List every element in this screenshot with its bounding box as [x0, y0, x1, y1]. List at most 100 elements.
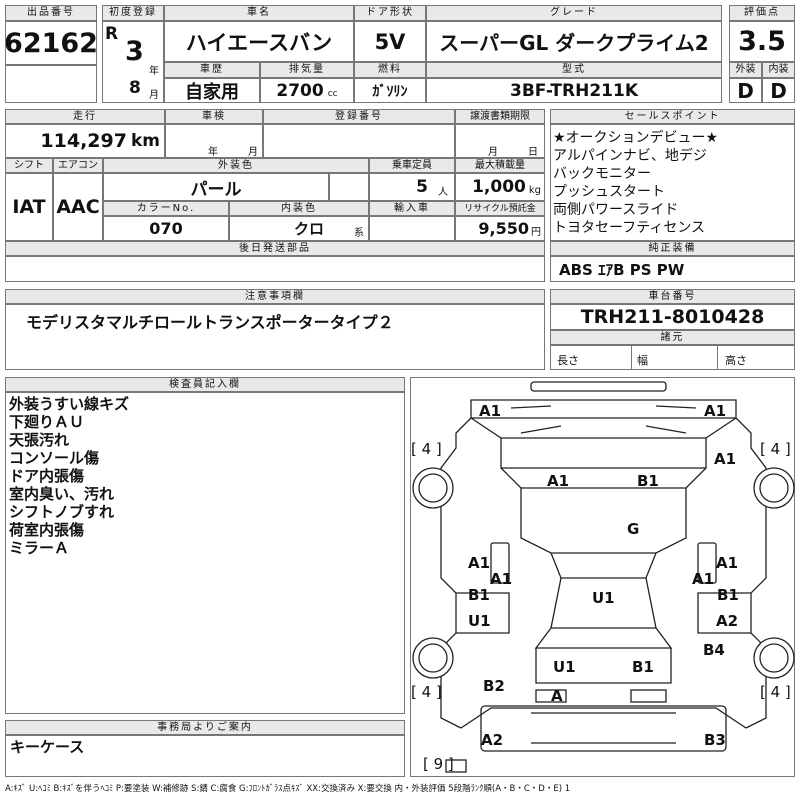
damage-mark: B3 — [704, 731, 726, 749]
office-box: キーケース — [5, 735, 405, 777]
seats-label: 乗車定員 — [369, 158, 455, 173]
tire-depth: [ 4 ] — [760, 440, 791, 458]
first-reg-label: 初度登録 — [102, 5, 164, 21]
damage-mark: A1 — [479, 402, 502, 420]
load-label: 最大積載量 — [455, 158, 545, 173]
damage-mark: A1 — [490, 570, 513, 588]
damage-mark: A — [551, 687, 563, 705]
damage-mark: B1 — [632, 658, 654, 676]
later-parts-label: 後日発送部品 — [5, 241, 545, 256]
sales-point-item: プッシュスタート — [553, 184, 665, 200]
ext-score: D — [729, 78, 762, 103]
history-label: 車歴 — [164, 62, 260, 78]
mileage-cell: 114,297 km — [5, 124, 165, 158]
damage-mark: B1 — [468, 586, 490, 604]
recycle-unit: 円 — [531, 227, 541, 238]
legend: A:ｷｽﾞ U:ﾍｺﾐ B:ｷｽﾞを伴うﾍｺﾐ P:要塗装 W:補修跡 S:錆 … — [5, 784, 571, 794]
car-name-label: 車名 — [164, 5, 354, 21]
sales-point-item: バックモニター — [553, 166, 651, 182]
grade-label: グレード — [426, 5, 722, 21]
interior-color: クロ — [293, 220, 324, 238]
month-unit: 月 — [149, 90, 159, 101]
seats: 5 — [416, 177, 428, 197]
spec-divider — [631, 346, 632, 369]
sales-point-item: トヨタセーフティセンス — [553, 220, 706, 236]
int-score: D — [762, 78, 795, 103]
sales-point-item: 両側パワースライド — [553, 202, 679, 218]
damage-mark: A1 — [716, 554, 739, 572]
notes-label: 注意事項欄 — [5, 289, 545, 304]
ext-label: 外装 — [729, 62, 762, 78]
recycle-label: リサイクル預託金 — [455, 201, 545, 216]
fuel-label: 燃料 — [354, 62, 426, 78]
color: パール — [103, 173, 329, 201]
later-parts-cell — [5, 256, 545, 282]
chassis-label: 車台番号 — [550, 289, 795, 304]
import-label: 輸入車 — [369, 201, 455, 216]
inspector-note: コンソール傷 — [9, 449, 100, 467]
damage-mark: A1 — [468, 554, 491, 572]
interior-label: 内装色 — [229, 201, 369, 216]
score: 3.5 — [729, 21, 795, 62]
transfer-cell: 月 日 — [455, 124, 545, 158]
transfer-label: 譲渡書類期限 — [455, 109, 545, 124]
tire-depth-spare: [ 9 ] — [423, 755, 454, 773]
notes-box: モデリスタマルチロールトランスポータータイプ２ — [5, 304, 545, 370]
year-unit: 年 — [149, 66, 159, 77]
transfer-day: 日 — [528, 147, 538, 158]
specs-cell: 長さ 幅 高さ — [550, 345, 795, 370]
damage-mark: A2 — [716, 612, 739, 630]
displacement: 2700 — [276, 80, 324, 101]
mileage-label: 走行 — [5, 109, 165, 124]
mileage-unit: km — [130, 131, 160, 151]
damage-mark: A1 — [547, 472, 570, 490]
max-load: 1,000 — [472, 177, 526, 197]
inspector-note: 荷室内張傷 — [9, 521, 85, 539]
model: 3BF-TRH211K — [426, 78, 722, 103]
lot-no-label: 出品番号 — [5, 5, 97, 21]
notes-text: モデリスタマルチロールトランスポータータイプ２ — [26, 313, 394, 332]
recycle-fee: 9,550 — [478, 219, 529, 238]
inspector-note: 天張汚れ — [9, 431, 70, 449]
inspector-note: 室内臭い、汚れ — [9, 485, 115, 503]
damage-mark: B1 — [637, 472, 659, 490]
equipment: ABS ｴｱB PS PW — [550, 256, 795, 282]
first-reg-box: R 3 年 8 月 — [102, 21, 164, 103]
door-type: 5V — [354, 21, 426, 62]
interior-unit: 系 — [354, 228, 364, 239]
damage-mark: U1 — [468, 612, 491, 630]
inspector-note: ドア内張傷 — [9, 467, 85, 485]
damage-mark: U1 — [592, 589, 615, 607]
sales-points-label: セールスポイント — [550, 109, 795, 124]
colorno-label: カラーNo. — [103, 201, 229, 216]
mileage: 114,297 — [40, 130, 127, 152]
sales-point-item: ★オークションデビュー★ — [553, 130, 719, 146]
ac-label: エアコン — [53, 158, 103, 173]
color-extra — [329, 173, 369, 201]
inspection-label: 車検 — [165, 109, 263, 124]
interior-cell: クロ 系 — [229, 216, 369, 241]
damage-mark: A2 — [481, 731, 504, 749]
spec-divider — [717, 346, 718, 369]
inspector-note: シフトノブすれ — [9, 503, 115, 521]
inspection-cell: 年 月 — [165, 124, 263, 158]
color-label: 外装色 — [103, 158, 369, 173]
damage-mark: B1 — [717, 586, 739, 604]
damage-mark: A1 — [692, 570, 715, 588]
reg-month: 8 — [129, 78, 141, 98]
specs-label: 諸元 — [550, 330, 795, 345]
office-label: 事務局よりご案内 — [5, 720, 405, 735]
tire-depth: [ 4 ] — [411, 440, 442, 458]
car-name: ハイエースバン — [164, 21, 354, 62]
transfer-month: 月 — [488, 147, 498, 158]
door-label: ドア形状 — [354, 5, 426, 21]
era: R — [105, 24, 119, 44]
recycle-cell: 9,550 円 — [455, 216, 545, 241]
inspector-note: ミラーＡ — [9, 539, 70, 557]
shift-label: シフト — [5, 158, 53, 173]
displacement-unit: cc — [327, 89, 338, 99]
lot-blank — [5, 65, 97, 103]
damage-diagram: A1 A1 A1 A1 B1 G A1 A1 A1 A1 B1 B1 U1 A2… — [410, 377, 795, 777]
inspector-label: 検査員記入欄 — [5, 377, 405, 392]
int-label: 内装 — [762, 62, 795, 78]
